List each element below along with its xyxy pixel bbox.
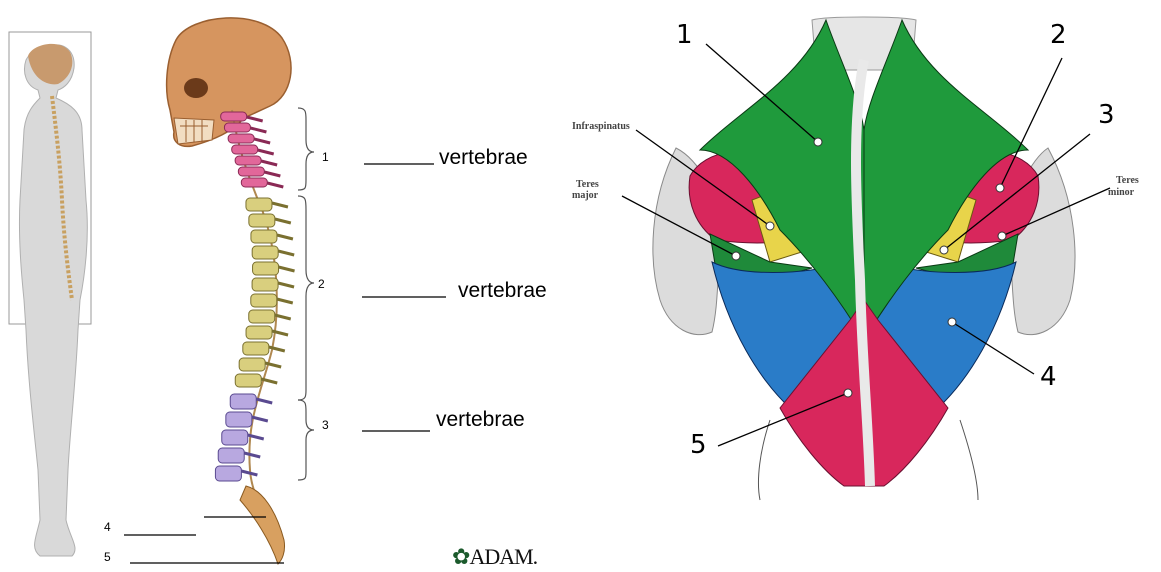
vertebrae-label-2: vertebrae (458, 279, 547, 303)
spinous-process (261, 161, 277, 165)
vertebra (232, 145, 258, 154)
muscle-marker-5: 5 (690, 430, 707, 460)
vertebra-segments (215, 112, 294, 564)
vertebra (252, 246, 278, 259)
logo-text: ADAM. (469, 544, 537, 569)
vertebra (230, 394, 256, 409)
spinous-process (278, 251, 294, 255)
label-teres-minor-1: Teres (1116, 176, 1139, 186)
pointer-dot (766, 222, 774, 230)
spinous-process (275, 219, 291, 223)
sacrum (240, 486, 285, 564)
vertebra (243, 342, 269, 355)
spinous-process (254, 139, 270, 143)
spinous-process (264, 172, 280, 176)
vertebra (238, 167, 264, 176)
muscle-marker-3: 3 (1098, 100, 1115, 130)
vertebra (222, 430, 248, 445)
vertebra (241, 178, 267, 187)
vertebra (218, 448, 244, 463)
muscle-marker-1: 1 (676, 20, 693, 50)
vertebra (246, 326, 272, 339)
pointer-dot (940, 246, 948, 254)
pointer-dot (996, 184, 1004, 192)
spinous-process (252, 417, 268, 421)
vertebra (226, 412, 252, 427)
label-teres-major-1: Teres (576, 180, 599, 190)
spine-marker-4: 4 (104, 520, 111, 534)
pointer-dot (732, 252, 740, 260)
vertebra (251, 294, 277, 307)
spinous-process (277, 299, 293, 303)
vertebra (252, 278, 278, 291)
label-infraspinatus: Infraspinatus (572, 122, 630, 132)
adam-logo: ✿ADAM. (452, 544, 537, 570)
spine-marker-2: 2 (318, 277, 325, 291)
spinous-process (261, 379, 277, 383)
spinous-process (244, 453, 260, 457)
spinous-process (250, 128, 266, 132)
spine-marker-3: 3 (322, 418, 329, 432)
label-teres-major-2: major (572, 191, 598, 201)
vertebrae-label-3: vertebrae (436, 408, 525, 432)
body-silhouette (9, 32, 91, 556)
pointer-dot (844, 389, 852, 397)
spinous-process (247, 117, 263, 121)
spine-braces (298, 108, 314, 480)
spinous-process (278, 283, 294, 287)
spinous-process (256, 399, 272, 403)
spine-blank-lines (124, 164, 446, 563)
spine-marker-1: 1 (322, 150, 329, 164)
vertebra (246, 198, 272, 211)
vertebra (215, 466, 241, 481)
spinous-process (241, 471, 257, 475)
muscle-marker-2: 2 (1050, 20, 1067, 50)
vertebra (228, 134, 254, 143)
spinous-process (277, 235, 293, 239)
spine-marker-5: 5 (104, 550, 111, 564)
vertebra (249, 214, 275, 227)
pointer-dot (948, 318, 956, 326)
muscle-marker-4: 4 (1040, 362, 1057, 392)
vertebra (235, 374, 261, 387)
vertebra (251, 230, 277, 243)
vertebra (221, 112, 247, 121)
vertebrae-label-1: vertebrae (439, 146, 528, 170)
spinous-process (279, 267, 295, 271)
vertebra (253, 262, 279, 275)
spinous-process (267, 183, 283, 187)
vertebra (239, 358, 265, 371)
label-teres-minor-2: minor (1108, 188, 1134, 198)
back-muscles (653, 17, 1075, 500)
vertebra (249, 310, 275, 323)
vertebra (224, 123, 250, 132)
spinous-process (272, 203, 288, 207)
pointer-dot (998, 232, 1006, 240)
pointer-dot (814, 138, 822, 146)
leaf-icon: ✿ (452, 544, 469, 569)
vertebra (235, 156, 261, 165)
spinous-process (258, 150, 274, 154)
